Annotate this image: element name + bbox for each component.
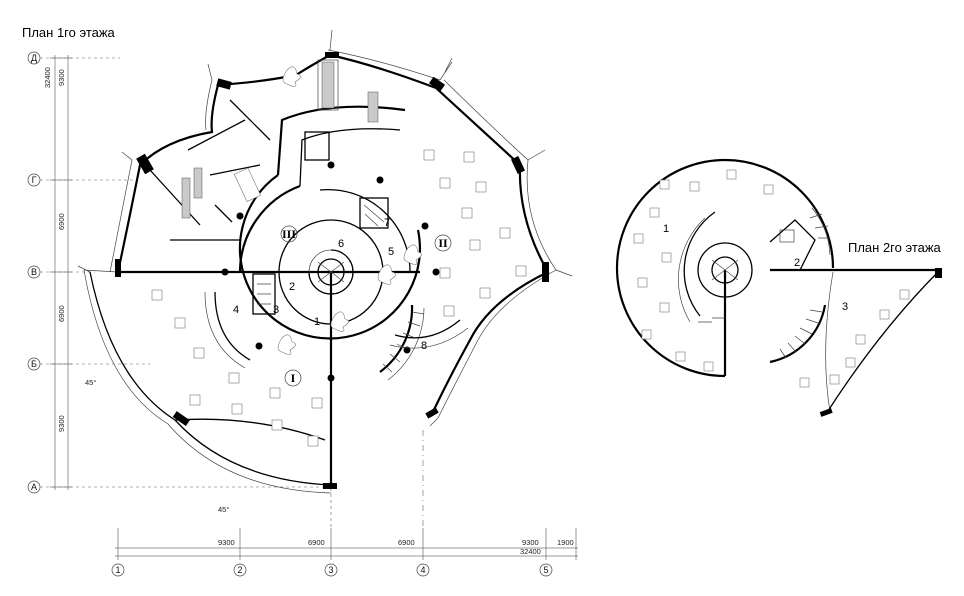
svg-text:Б: Б <box>31 359 37 369</box>
axis-bubble-A: А <box>27 480 41 494</box>
floor2-plan <box>615 158 942 417</box>
f1-room-8: 8 <box>421 340 427 352</box>
floor1-title: План 1го этажа <box>22 25 116 40</box>
svg-text:2: 2 <box>237 565 242 575</box>
f1-room-3: 3 <box>273 304 279 316</box>
svg-text:III: III <box>282 227 296 241</box>
f1-zone-II: II <box>434 234 452 252</box>
svg-text:5: 5 <box>543 565 548 575</box>
f2-room-1: 1 <box>663 223 669 235</box>
left-dim-seg-1: 6900 <box>57 213 66 230</box>
floor1-kitchen-outline <box>116 53 437 273</box>
axis-bubble-D: Д <box>27 51 41 65</box>
floor1-hall-ii-outline <box>431 87 550 415</box>
left-dim-total: 32400 <box>43 67 52 88</box>
svg-text:В: В <box>31 267 37 277</box>
f1-zone-III: III <box>280 225 298 243</box>
svg-text:II: II <box>438 236 448 250</box>
angle-label-2: 45° <box>218 505 229 514</box>
svg-text:1: 1 <box>115 565 120 575</box>
bottom-dim-extra: 1900 <box>557 538 574 547</box>
floor1-tables-hall-ii <box>423 149 527 317</box>
svg-text:3: 3 <box>328 565 333 575</box>
f1-room-4: 4 <box>233 304 239 316</box>
svg-text:Г: Г <box>32 175 37 185</box>
f1-room-1: 1 <box>314 316 320 328</box>
svg-text:I: I <box>291 371 296 385</box>
bottom-dim-seg-2: 6900 <box>308 538 325 547</box>
f2-room-3: 3 <box>842 301 848 313</box>
bottom-dimension-lines <box>115 430 578 560</box>
axis-bubble-3: 3 <box>324 563 338 577</box>
f2-room-2: 2 <box>794 257 800 269</box>
axis-bubble-5: 5 <box>539 563 553 577</box>
axis-bubble-V: В <box>27 265 41 279</box>
bottom-dim-seg-3: 6900 <box>398 538 415 547</box>
floor1-tables-hall-i <box>151 289 323 447</box>
axis-bubble-B: Б <box>27 357 41 371</box>
svg-text:Д: Д <box>31 53 37 63</box>
f1-room-2: 2 <box>289 281 295 293</box>
svg-text:4: 4 <box>420 565 425 575</box>
left-dim-seg-2: 6900 <box>57 305 66 322</box>
axis-bubble-4: 4 <box>416 563 430 577</box>
floor2-title: План 2го этажа <box>848 240 942 255</box>
f1-zone-I: I <box>284 369 302 387</box>
f1-room-6: 6 <box>338 238 344 250</box>
axis-bubble-1: 1 <box>111 563 125 577</box>
floor1-plan <box>77 29 573 494</box>
left-dim-top: 9300 <box>57 69 66 86</box>
floor2-circle-outline <box>615 158 835 378</box>
svg-text:А: А <box>31 482 37 492</box>
f1-room-7: 7 <box>384 217 390 229</box>
axis-bubble-2: 2 <box>233 563 247 577</box>
left-dimension-lines <box>40 55 330 490</box>
bottom-dim-total: 32400 <box>520 547 541 556</box>
bottom-dim-seg-1: 9300 <box>218 538 235 547</box>
bottom-dim-seg-4: 9300 <box>522 538 539 547</box>
left-dim-seg-3: 9300 <box>57 415 66 432</box>
f1-room-5: 5 <box>388 246 394 258</box>
angle-label-1: 45° <box>85 378 96 387</box>
axis-bubble-G: Г <box>27 173 41 187</box>
